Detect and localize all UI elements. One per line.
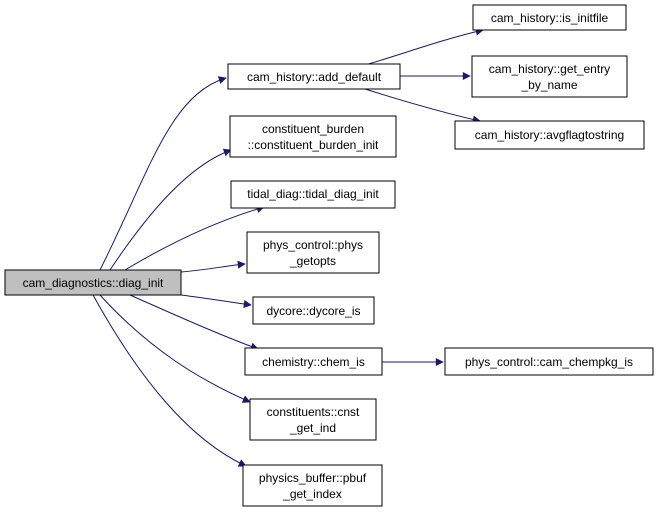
node-label: cam_history::add_default — [247, 70, 382, 84]
node-label: cam_history::avgflagtostring — [475, 128, 624, 142]
node-is_initfile[interactable]: cam_history::is_initfile — [472, 4, 627, 31]
edge-diag_init-phys_getopts — [180, 260, 246, 273]
node-dycore_is[interactable]: dycore::dycore_is — [252, 296, 375, 325]
node-get_entry_by_name[interactable]: cam_history::get_entry _by_name — [471, 55, 628, 98]
node-pbuf_get_index[interactable]: physics_buffer::pbuf _get_index — [242, 464, 383, 507]
node-label: _getopts — [289, 254, 336, 268]
edge-add_default-is_initfile — [364, 27, 484, 66]
node-label: tidal_diag::tidal_diag_init — [247, 187, 379, 201]
edge-diag_init-dycore_is — [180, 294, 252, 308]
edge-diag_init-pbuf_get_index — [92, 294, 247, 467]
node-constituent_burden_init[interactable]: constituent_burden ::constituent_burden_… — [229, 115, 397, 158]
node-label: cam_history::get_entry — [489, 62, 610, 76]
edge-diag_init-add_default — [99, 76, 227, 271]
node-label: ::constituent_burden_init — [248, 138, 379, 152]
node-label: constituents::cnst — [267, 405, 360, 419]
node-diag_init[interactable]: cam_diagnostics::diag_init — [4, 269, 182, 296]
node-label: _get_index — [282, 487, 342, 501]
edge-diag_init-cnst_get_ind — [99, 294, 251, 403]
node-add_default[interactable]: cam_history::add_default — [227, 63, 401, 90]
node-label: physics_buffer::pbuf — [259, 471, 367, 485]
edge-diag_init-constituent_burden_init — [109, 148, 232, 271]
edges — [92, 27, 484, 467]
node-label: dycore::dycore_is — [266, 304, 360, 318]
node-phys_getopts[interactable]: phys_control::phys _getopts — [246, 231, 380, 274]
node-avgflagtostring[interactable]: cam_history::avgflagtostring — [454, 120, 645, 150]
node-label: _by_name — [520, 78, 577, 92]
node-label: phys_control::phys — [263, 238, 363, 252]
node-label: _get_ind — [289, 421, 336, 435]
node-label: cam_diagnostics::diag_init — [23, 276, 164, 290]
node-tidal_diag_init[interactable]: tidal_diag::tidal_diag_init — [230, 180, 396, 209]
edge-diag_init-tidal_diag_init — [124, 205, 265, 271]
node-label: constituent_burden — [262, 122, 364, 136]
node-chem_is[interactable]: chemistry::chem_is — [244, 347, 383, 376]
node-cnst_get_ind[interactable]: constituents::cnst _get_ind — [249, 398, 377, 441]
edge-add_default-avgflagtostring — [364, 88, 481, 124]
node-cam_chempkg_is[interactable]: phys_control::cam_chempkg_is — [444, 347, 654, 376]
node-label: phys_control::cam_chempkg_is — [465, 355, 633, 369]
node-label: cam_history::is_initfile — [491, 11, 609, 25]
node-label: chemistry::chem_is — [262, 355, 365, 369]
edge-diag_init-chem_is — [129, 294, 259, 351]
